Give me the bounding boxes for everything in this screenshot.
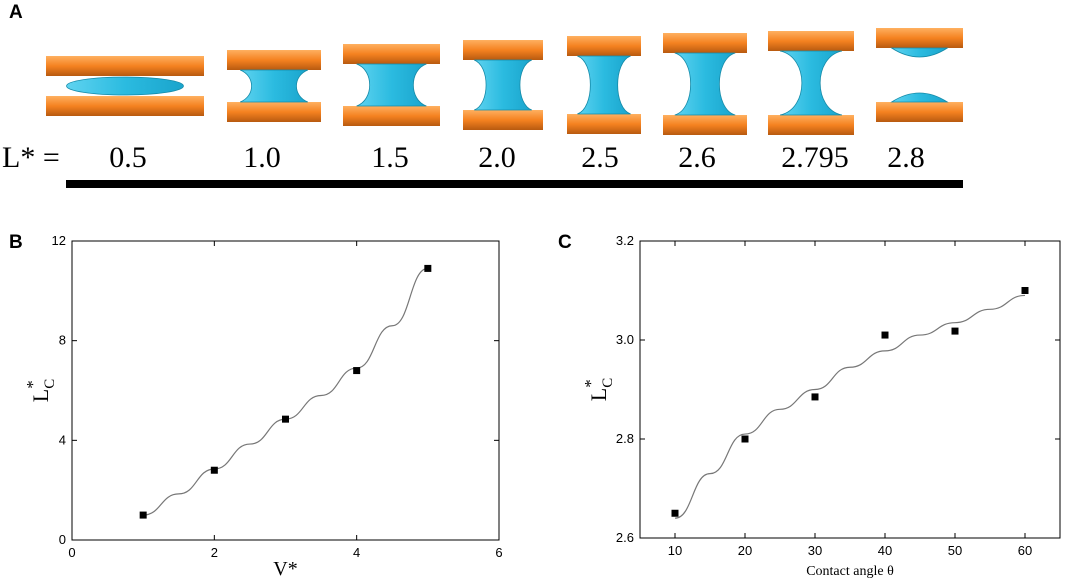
top-plate — [567, 36, 641, 56]
top-plate — [876, 28, 963, 48]
panel-label-a: A — [9, 2, 23, 23]
bottom-plate — [343, 106, 440, 126]
liquid-bridge — [463, 40, 543, 130]
chart-b-y-tick-label: 8 — [59, 333, 66, 348]
chart-c-plot-frame — [639, 240, 1061, 539]
bridge-length-label: 2.795 — [781, 141, 849, 174]
top-plate — [663, 33, 747, 53]
chart-c-data-point — [1021, 287, 1029, 294]
chart-c-data-point — [671, 509, 679, 517]
liquid-bridge — [227, 50, 321, 122]
chart-c-y-tick-label: 3.0 — [616, 332, 634, 347]
liquid-bridge-shape — [66, 76, 184, 96]
panel-label-b: B — [9, 232, 23, 253]
panel-label-c: C — [558, 232, 572, 253]
chart-c-x-tick-label: 20 — [738, 543, 752, 558]
bridge-length-label: 2.0 — [478, 141, 516, 174]
chart-b-x-axis-label: V* — [273, 558, 297, 580]
chart-b-data-point — [424, 264, 432, 272]
bottom-plate — [227, 102, 321, 122]
bottom-plate — [768, 115, 854, 135]
chart-c-data-point — [881, 331, 889, 339]
bridge-axis-label: L* = — [2, 141, 60, 174]
bridge-illustration: 0.5 1.0 1.5 2.0 2.5 2.6 2.795 2.8 L* = — [2, 28, 963, 188]
liquid-bridge — [567, 36, 641, 134]
liquid-bridge — [876, 28, 963, 122]
chart-b-data-point — [353, 367, 361, 375]
bottom-plate — [46, 96, 204, 116]
chart-c-y-tick-label: 2.6 — [616, 530, 634, 545]
chart-c-x-tick-label: 50 — [948, 543, 962, 558]
chart-b-y-tick-label: 0 — [59, 532, 66, 547]
liquid-bridge-shape — [474, 59, 532, 111]
liquid-bridge-shape — [674, 52, 736, 116]
chart-c-x-tick-label: 30 — [808, 543, 822, 558]
top-plate — [463, 40, 543, 60]
chart-b-x-tick-label: 4 — [353, 545, 360, 560]
chart-c-fit-curve — [674, 294, 1026, 519]
liquid-bridge — [663, 33, 747, 135]
chart-b-x-tick-label: 2 — [211, 545, 218, 560]
bridge-length-label: 2.5 — [581, 141, 619, 174]
bottom-plate — [663, 115, 747, 135]
chart-b-plot-frame — [71, 240, 500, 541]
bridge-length-label: 0.5 — [109, 141, 147, 174]
chart-c-data-point — [811, 393, 819, 401]
lower-droplet — [890, 92, 949, 103]
chart-b-data-point — [139, 511, 147, 519]
chart-c-x-tick-label: 40 — [878, 543, 892, 558]
liquid-bridge-shape — [779, 50, 843, 116]
bridge-length-label: 1.0 — [243, 141, 281, 174]
chart-c-x-tick-label: 60 — [1018, 543, 1032, 558]
chart-b-data-point — [210, 466, 218, 474]
bridge-length-label: 2.6 — [678, 141, 716, 174]
chart-c-x-axis-label: Contact angle θ — [806, 564, 894, 579]
liquid-bridge-shape — [577, 55, 631, 115]
chart-b-data-point — [282, 415, 289, 423]
liquid-bridge — [768, 31, 854, 135]
chart-c-y-tick-label: 3.2 — [616, 233, 634, 248]
top-plate — [768, 31, 854, 51]
top-plate — [46, 56, 204, 76]
liquid-bridge — [46, 56, 204, 116]
chart-b-y-tick-label: 4 — [59, 432, 66, 447]
bridge-length-label: 1.5 — [371, 141, 409, 174]
liquid-bridge-shape — [240, 69, 308, 103]
chart-b-x-tick-label: 0 — [68, 545, 75, 560]
top-plate — [343, 44, 440, 64]
upper-droplet — [890, 47, 949, 58]
liquid-bridge-shape — [356, 63, 427, 107]
chart-b-y-axis-label: LC* — [23, 379, 58, 402]
chart-c-y-tick-label: 2.8 — [616, 431, 634, 446]
bridge-length-label: 2.8 — [887, 141, 925, 174]
chart-c-x-tick-label: 10 — [668, 543, 682, 558]
chart-c-data-point — [951, 327, 959, 335]
chart-c-data-point — [741, 435, 749, 443]
chart-b-y-tick-label: 12 — [52, 233, 66, 248]
bottom-plate — [876, 102, 963, 122]
top-plate — [227, 50, 321, 70]
bottom-plate — [567, 114, 641, 134]
liquid-bridge — [343, 44, 440, 126]
bottom-plate — [463, 110, 543, 130]
chart-b-x-tick-label: 6 — [495, 545, 502, 560]
chart-c-y-axis-label: LC* — [581, 378, 616, 401]
